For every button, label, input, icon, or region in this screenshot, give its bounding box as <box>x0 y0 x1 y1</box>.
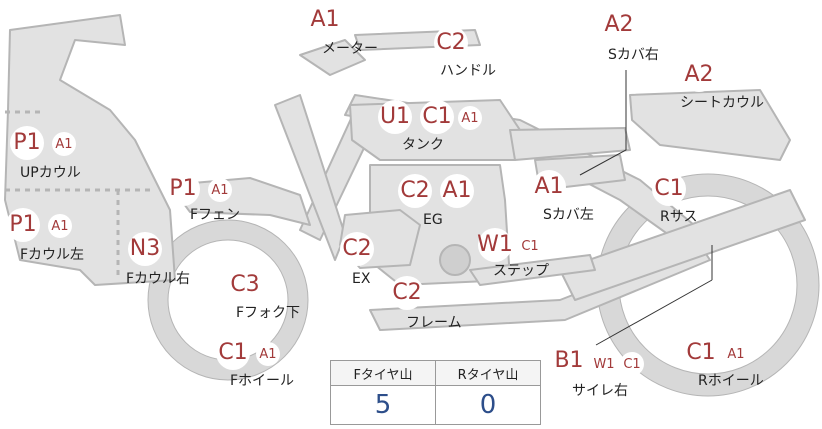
f-wheel-label: Fホイール <box>230 373 295 389</box>
f-cowl-left-grade-badge-2: A1 <box>48 214 72 238</box>
s-cover-right-grade-badge-1: A2 <box>602 8 636 42</box>
r-wheel-grade-badge-2: A1 <box>724 342 748 366</box>
frame-grade-badge-1: C2 <box>390 276 424 310</box>
r-suspension-grade-badge-1: C1 <box>652 172 686 206</box>
engine-label: EG <box>423 212 443 228</box>
handle-label: ハンドル <box>440 63 496 79</box>
s-cover-left-grade-badge-1: A1 <box>532 170 566 204</box>
f-wheel-grade-badge-2: A1 <box>256 342 280 366</box>
f-cowl-left-label: Fカウル左 <box>20 247 85 263</box>
up-cowl-grade-badge-2: A1 <box>52 132 76 156</box>
engine-grade-badge-2: A1 <box>440 174 474 208</box>
step-label: ステップ <box>493 263 549 279</box>
up-cowl-label: UPカウル <box>20 165 81 181</box>
f-cowl-right-label: Fカウル右 <box>126 271 191 287</box>
f-wheel-grade-badge-1: C1 <box>216 336 250 370</box>
tank-grade-badge-1: U1 <box>378 100 412 134</box>
step-grade-badge-2: C1 <box>518 234 542 258</box>
f-cowl-left-grade-badge-1: P1 <box>6 208 40 242</box>
f-fork-lower-grade-badge-1: C3 <box>228 268 262 302</box>
tank-grade-badge-2: C1 <box>420 100 454 134</box>
tire-tread-table: Fタイヤ山 Rタイヤ山 5 0 <box>330 360 541 425</box>
silencer-right-grade-badge-2: W1 <box>592 352 616 376</box>
rear-tire-tread-header: Rタイヤ山 <box>435 360 541 386</box>
meter-label: メーター <box>322 41 378 57</box>
f-cowl-right-grade-badge-1: N3 <box>128 232 162 266</box>
exhaust-grade-badge-1: C2 <box>340 232 374 266</box>
s-cover-left-label: Sカバ左 <box>543 207 594 223</box>
meter-grade-badge-1: A1 <box>308 3 342 37</box>
tank-grade-badge-3: A1 <box>458 106 482 130</box>
f-fender-grade-badge-1: P1 <box>166 172 200 206</box>
r-wheel-grade-badge-1: C1 <box>684 336 718 370</box>
f-fender-grade-badge-2: A1 <box>208 178 232 202</box>
s-cover-right-label: Sカバ右 <box>608 47 659 63</box>
frame-label: フレーム <box>406 315 462 331</box>
silencer-right-grade-badge-3: C1 <box>620 352 644 376</box>
seat-cowl-label: シートカウル <box>680 95 764 111</box>
rear-tire-tread-value: 0 <box>435 385 541 425</box>
up-cowl-grade-badge-1: P1 <box>10 126 44 160</box>
front-tire-tread-header: Fタイヤ山 <box>330 360 436 386</box>
front-tire-tread-value: 5 <box>330 385 436 425</box>
f-fork-lower-label: Fフォク下 <box>236 305 301 321</box>
step-grade-badge-1: W1 <box>477 228 513 262</box>
exhaust-label: EX <box>352 271 371 287</box>
handle-grade-badge-1: C2 <box>434 26 468 60</box>
r-wheel-label: Rホイール <box>698 373 764 389</box>
tank-label: タンク <box>402 137 444 153</box>
silencer-right-grade-badge-1: B1 <box>552 344 586 378</box>
seat-cowl-grade-badge-1: A2 <box>682 58 716 92</box>
silencer-right-label: サイレ右 <box>572 383 628 399</box>
r-suspension-label: Rサス <box>660 209 698 225</box>
f-fender-label: Fフェン <box>190 207 241 223</box>
engine-grade-badge-1: C2 <box>398 174 432 208</box>
